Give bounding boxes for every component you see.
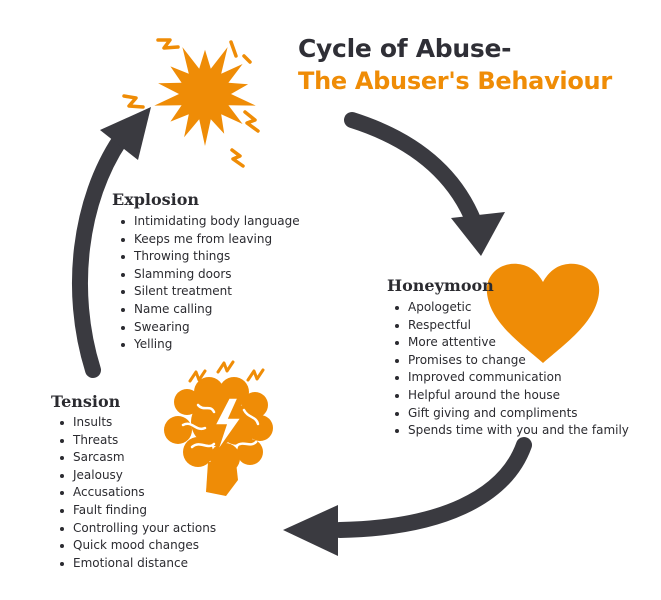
arrow-explosion-to-honeymoon [344, 112, 505, 256]
list-item: Helpful around the house [395, 387, 629, 405]
honeymoon-heading: Honeymoon [387, 276, 494, 295]
list-item: Quick mood changes [59, 537, 216, 555]
list-item: Promises to change [395, 352, 629, 370]
title-line-1: Cycle of Abuse- [298, 34, 512, 63]
list-item: Emotional distance [59, 555, 216, 573]
list-item: Gift giving and compliments [395, 405, 629, 423]
list-item: Keeps me from leaving [121, 231, 300, 249]
heart-icon [486, 263, 600, 363]
list-item: Threats [59, 432, 216, 450]
explosion-heading: Explosion [112, 190, 200, 209]
list-item: Throwing things [121, 248, 300, 266]
list-item: Spends time with you and the family [395, 422, 629, 440]
list-item: Silent treatment [121, 283, 300, 301]
list-item: Improved communication [395, 369, 629, 387]
explosion-star-icon [122, 38, 260, 168]
list-item: Apologetic [395, 299, 629, 317]
arrow-tension-to-explosion [72, 107, 151, 378]
list-item: Name calling [121, 301, 300, 319]
list-item: Respectful [395, 317, 629, 335]
list-item: Fault finding [59, 502, 216, 520]
list-item: Accusations [59, 484, 216, 502]
list-item: Yelling [121, 336, 300, 354]
title-line-2: The Abuser's Behaviour [298, 67, 612, 95]
brain-lightning-icon [164, 360, 273, 496]
honeymoon-list: Apologetic Respectful More attentive Pro… [388, 299, 629, 440]
list-item: More attentive [395, 334, 629, 352]
tension-list: Insults Threats Sarcasm Jealousy Accusat… [53, 414, 216, 572]
arrow-honeymoon-to-tension [283, 437, 532, 556]
list-item: Sarcasm [59, 449, 216, 467]
explosion-list: Intimidating body language Keeps me from… [114, 213, 300, 354]
list-item: Swearing [121, 319, 300, 337]
tension-heading: Tension [51, 392, 121, 411]
list-item: Jealousy [59, 467, 216, 485]
list-item: Controlling your actions [59, 520, 216, 538]
list-item: Slamming doors [121, 266, 300, 284]
list-item: Insults [59, 414, 216, 432]
list-item: Intimidating body language [121, 213, 300, 231]
